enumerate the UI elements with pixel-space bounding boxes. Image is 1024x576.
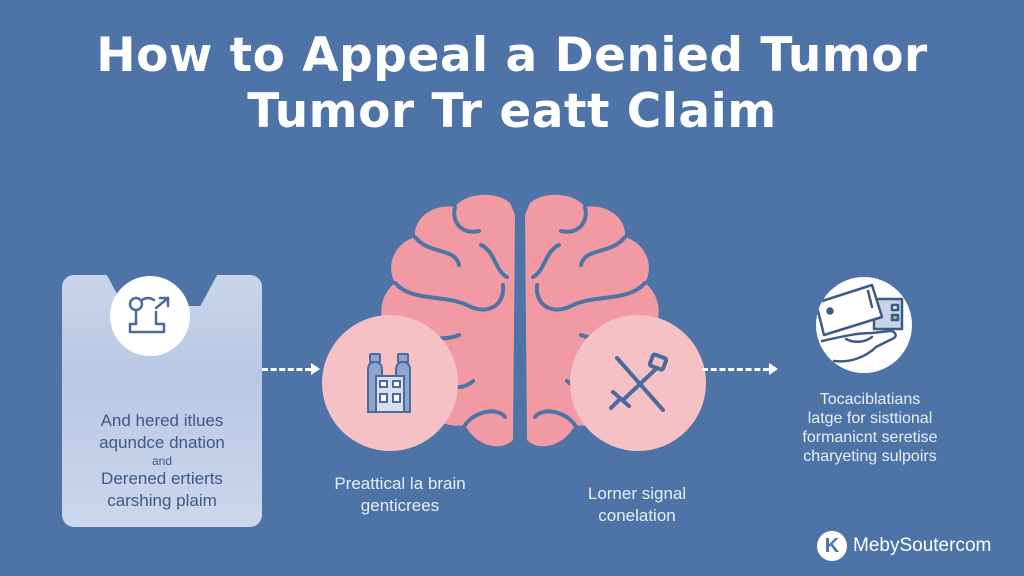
step-1-line-2: aqundce dnation xyxy=(99,433,225,452)
step-1-icon-circle xyxy=(110,276,190,356)
step-2-line-2: genticrees xyxy=(360,496,440,515)
step-4-text: Tocaciblatians latge for sisttional form… xyxy=(770,390,970,466)
title-line-2: Tumor Tr eatt Claim xyxy=(247,84,777,139)
step-2-text: Preattical la brain genticrees xyxy=(300,473,500,517)
brand-name: MebySoutercom xyxy=(853,535,992,556)
person-arrow-icon xyxy=(128,296,170,334)
title-line-1: How to Appeal a Denied Tumor xyxy=(96,28,928,83)
dashed-arrow-1 xyxy=(262,363,320,375)
crossed-tools-icon xyxy=(609,352,669,412)
step-1-line-4: carshing plaim xyxy=(107,491,217,510)
step-4-line-1: Tocaciblatians xyxy=(819,391,921,408)
brand-footer: K MebySoutercom xyxy=(817,531,991,561)
step-4-line-4: charyeting sulpoirs xyxy=(803,448,937,465)
step-3-line-1: Lorner signal xyxy=(587,484,687,503)
arrow-head-icon xyxy=(311,363,320,375)
page-title: How to Appeal a Denied Tumor Tumor Tr ea… xyxy=(0,28,1024,140)
dashed-arrow-2 xyxy=(702,363,778,375)
step-1-text: And hered itlues aqundce dnation and Der… xyxy=(62,410,262,512)
step-4-icon-circle xyxy=(816,277,912,373)
step-1-line-3: Derened ertierts xyxy=(101,469,223,488)
step-4-line-2: latge for sisttional xyxy=(807,410,933,427)
building-bottles-icon xyxy=(367,353,411,413)
hand-card-icon xyxy=(816,283,904,363)
brand-logo-icon: K xyxy=(817,531,847,561)
step-1-connector: and xyxy=(151,454,173,468)
step-1-line-1: And hered itlues xyxy=(100,411,224,430)
arrow-head-icon xyxy=(769,363,778,375)
step-2-line-1: Preattical la brain xyxy=(334,474,466,493)
step-3-icon-circle xyxy=(570,315,706,451)
step-3-text: Lorner signal conelation xyxy=(537,483,737,527)
step-4-line-3: formanicnt seretise xyxy=(802,429,938,446)
step-2-icon-circle xyxy=(322,315,458,451)
step-3-line-2: conelation xyxy=(598,506,676,525)
